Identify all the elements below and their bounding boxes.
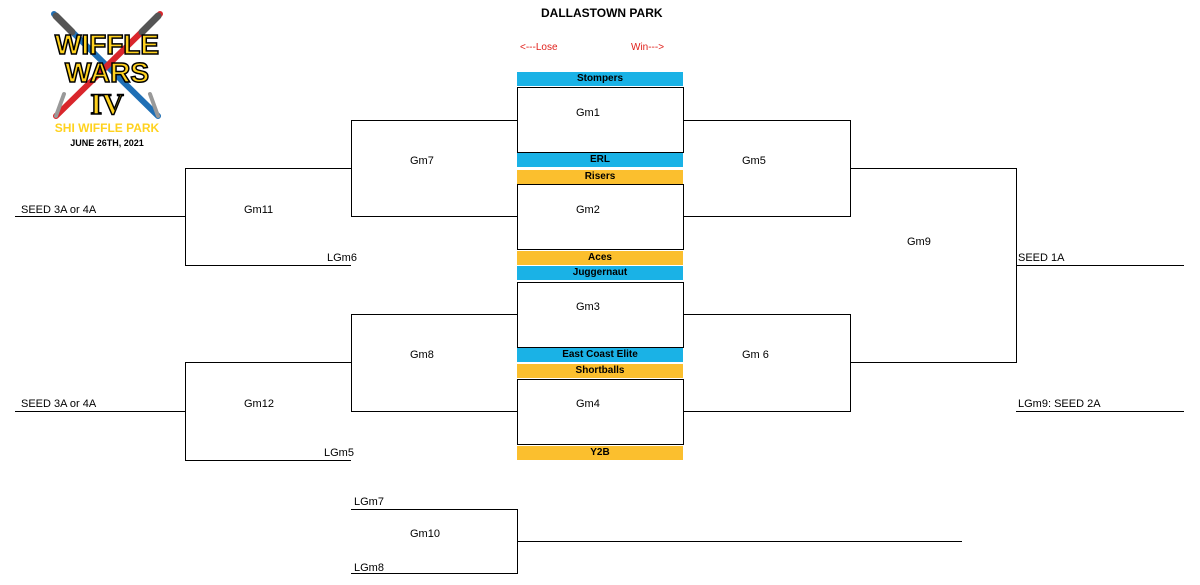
game-label-gm10: Gm10: [410, 528, 440, 540]
game-label-gm4: Gm4: [576, 398, 600, 410]
logo-numeral: IV: [90, 88, 124, 121]
wiffle-wars-logo: WIFFLE WARS IV SHI WIFFLE PARK JUNE 26TH…: [51, 11, 163, 148]
game-box-gm3: [517, 282, 684, 348]
bracket-gm7: [351, 120, 517, 217]
lose-arrow-label: <---Lose: [520, 42, 558, 53]
seed-label-bottom: SEED 3A or 4A: [21, 398, 97, 410]
team-stompers: Stompers: [517, 72, 683, 86]
game-box-gm2: [517, 184, 684, 250]
logo-line2: WARS: [65, 57, 149, 88]
seed-label-1a: SEED 1A: [1018, 252, 1065, 264]
game-label-gm2: Gm2: [576, 204, 600, 216]
team-risers: Risers: [517, 170, 683, 184]
team-erl: ERL: [517, 153, 683, 167]
loser-label-lgm7: LGm7: [354, 496, 384, 508]
game-label-gm6: Gm 6: [742, 349, 769, 361]
crossed-bats-icon: [51, 11, 163, 119]
bracket-gm8: [351, 314, 517, 412]
game-label-gm5: Gm5: [742, 155, 766, 167]
page-title: DALLASTOWN PARK: [541, 6, 663, 20]
team-shortballs: Shortballs: [517, 364, 683, 378]
game-label-gm3: Gm3: [576, 301, 600, 313]
win-arrow-label: Win--->: [631, 42, 665, 53]
bracket-gm5: [683, 120, 851, 217]
game-box-gm4: [517, 379, 684, 445]
logo-subtitle: SHI WIFFLE PARK: [55, 121, 160, 135]
game-label-gm9: Gm9: [907, 236, 931, 248]
loser-label-lgm8: LGm8: [354, 562, 384, 574]
team-juggernaut: Juggernaut: [517, 266, 683, 280]
team-aces: Aces: [517, 251, 683, 265]
game-label-gm1: Gm1: [576, 107, 600, 119]
seed-label-top: SEED 3A or 4A: [21, 204, 97, 216]
logo-line1: WIFFLE: [55, 29, 159, 60]
game-label-gm12: Gm12: [244, 398, 274, 410]
bracket-gm11: [185, 168, 351, 266]
bracket-gm12: [185, 362, 351, 461]
bracket-gm9: [850, 168, 1017, 363]
bracket-gm6: [683, 314, 851, 412]
loser-label-lgm6: LGm6: [327, 252, 357, 264]
team-y2b: Y2B: [517, 446, 683, 460]
team-east-coast-elite: East Coast Elite: [517, 348, 683, 362]
game-label-gm11: Gm11: [244, 204, 274, 216]
seed-label-2a: LGm9: SEED 2A: [1018, 398, 1101, 410]
game-box-gm1: [517, 87, 684, 153]
logo-date: JUNE 26TH, 2021: [70, 138, 144, 148]
game-label-gm7: Gm7: [410, 155, 434, 167]
game-label-gm8: Gm8: [410, 349, 434, 361]
loser-label-lgm5: LGm5: [324, 447, 354, 459]
